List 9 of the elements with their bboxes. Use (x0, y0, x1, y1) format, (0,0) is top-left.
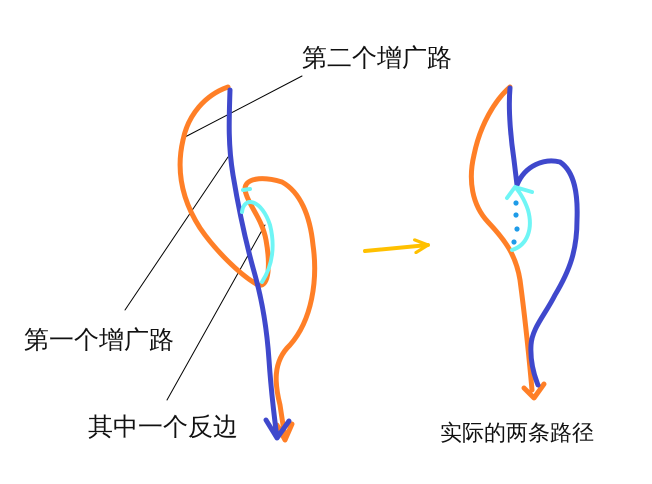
annotation-label: 第二个增广路 (302, 43, 452, 73)
annotation-label: 其中一个反边 (88, 412, 238, 442)
flow-paths-drawing (466, 82, 582, 402)
leader-line (166, 224, 266, 400)
drawing-caption: 实际的两条路径 (440, 420, 594, 448)
leader-line (184, 76, 302, 138)
annotation-label: 第一个增广路 (24, 325, 174, 355)
leader-line (124, 156, 228, 310)
arrow (363, 238, 430, 254)
